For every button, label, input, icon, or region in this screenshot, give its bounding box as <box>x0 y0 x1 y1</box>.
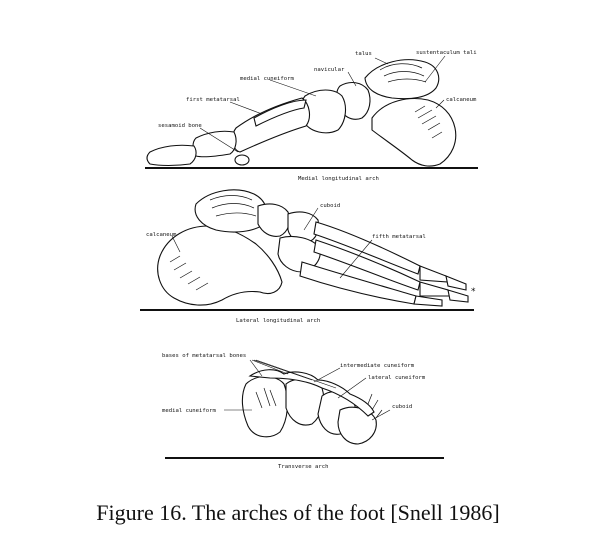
transverse-medial-cuneiform-bone <box>241 375 289 438</box>
label-first-metatarsal: first metatarsal <box>186 97 240 103</box>
figure-caption: Figure 16. The arches of the foot [Snell… <box>96 500 500 525</box>
lateral-arch-panel: cuboid calcaneum fifth metatarsal * Late… <box>140 189 476 324</box>
label-sustentaculum: sustentaculum tali <box>416 50 477 56</box>
medial-phalanx-distal <box>146 144 197 167</box>
medial-sesamoid-bone <box>234 154 250 166</box>
label-calcaneum-lateral: calcaneum <box>146 232 177 238</box>
label-fifth-metatarsal: fifth metatarsal <box>372 234 426 240</box>
medial-arch-panel: talus sustentaculum tali navicular media… <box>145 50 478 182</box>
lateral-calcaneum-bone <box>157 225 283 306</box>
medial-arch-title: Medial longitudinal arch <box>298 176 379 182</box>
label-intermediate-cuneiform: intermediate cuneiform <box>340 363 415 369</box>
label-medial-cuneiform-transverse: medial cuneiform <box>162 408 217 414</box>
label-lateral-cuneiform: lateral cuneiform <box>368 375 426 381</box>
label-medial-cuneiform: medial cuneiform <box>240 76 295 82</box>
lateral-metatarsal-2 <box>313 239 421 291</box>
label-cuboid-lateral: cuboid <box>320 203 340 209</box>
medial-phalanx-proximal <box>192 130 237 158</box>
lateral-cuboid-bone <box>277 235 321 273</box>
label-navicular: navicular <box>314 67 345 73</box>
label-metatarsal-bases: bases of metatarsal bones <box>162 353 246 359</box>
label-sesamoid: sesamoid bone <box>158 123 202 129</box>
lateral-arch-title: Lateral longitudinal arch <box>236 318 320 324</box>
label-talus: talus <box>355 51 372 57</box>
lateral-navicular-bone <box>257 203 291 237</box>
transverse-arch-panel: bases of metatarsal bones intermediate c… <box>162 353 444 470</box>
label-asterisk: * <box>471 287 476 297</box>
medial-calcaneum-bone <box>371 98 457 167</box>
transverse-arch-title: Transverse arch <box>278 464 329 470</box>
lateral-talus-bone <box>194 189 268 233</box>
transverse-metatarsal-bases <box>248 369 375 417</box>
label-cuboid-transverse: cuboid <box>392 404 412 410</box>
lateral-metatarsal-1 <box>313 221 421 275</box>
label-calcaneum-medial: calcaneum <box>446 97 477 103</box>
